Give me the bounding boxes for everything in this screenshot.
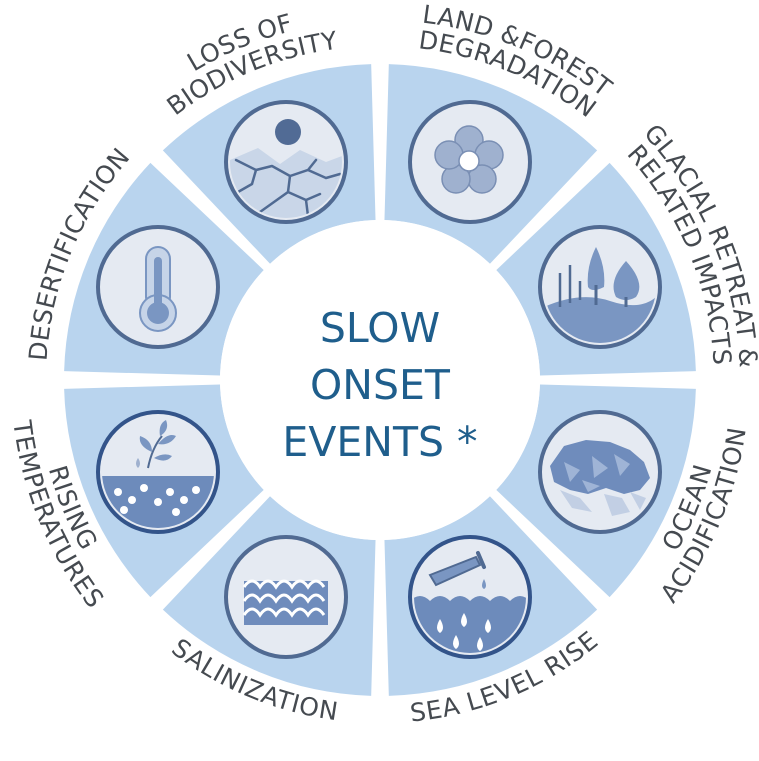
center-title: SLOW ONSET EVENTS * [282,304,477,466]
test-tube-icon [408,535,532,659]
plant-icon [96,410,220,534]
desertification-icon [224,100,348,224]
flower-icon [408,100,532,224]
forest-icon [538,225,662,349]
thermometer-icon [96,225,220,349]
center-title-line-1: SLOW [320,304,440,352]
glacier-icon [538,410,662,534]
center-title-line-3: EVENTS * [282,418,477,466]
waves-icon [224,535,348,659]
center-disc [220,220,540,540]
center-title-line-2: ONSET [310,361,451,409]
